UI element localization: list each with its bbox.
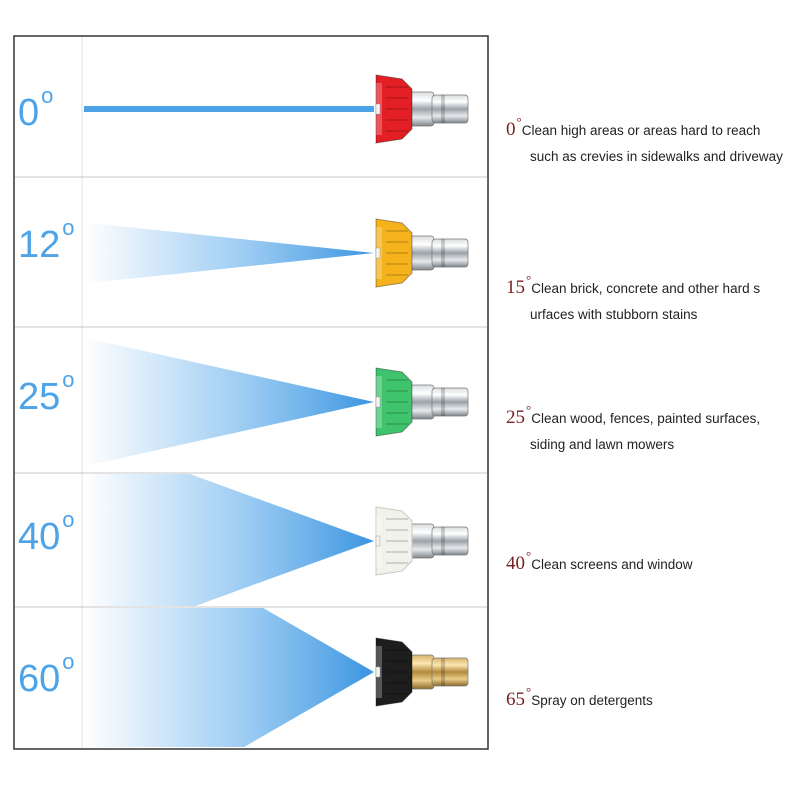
angle-label-12: 12o: [18, 215, 80, 266]
degree-mark: o: [41, 83, 54, 108]
description-angle: 40: [506, 553, 525, 574]
spray-fan: [84, 222, 374, 284]
nozzle-row-25: [15, 326, 487, 467]
description-degree-mark: °: [526, 272, 532, 287]
degree-mark: o: [62, 649, 75, 674]
angle-value: 25: [18, 376, 61, 418]
degree-mark: o: [62, 215, 75, 240]
angle-value: 0: [18, 92, 40, 134]
spray-jet: [84, 106, 374, 112]
description-text-line2: such as crevies in sidewalks and drivewa…: [530, 149, 783, 164]
nozzle-row-60: [15, 606, 487, 747]
nozzle-tip: [375, 218, 469, 288]
description-text: Clean high areas or areas hard to reach: [521, 123, 761, 138]
degree-mark: o: [62, 507, 75, 532]
nozzle-row-40: [15, 472, 487, 606]
description-65: 65°Spray on detergents: [506, 684, 798, 714]
description-text-line2: urfaces with stubborn stains: [530, 307, 698, 322]
nozzle-row-0: [84, 74, 469, 144]
spray-fan: [84, 608, 374, 747]
angle-label-25: 25o: [18, 367, 80, 418]
nozzle-tip: [375, 637, 469, 707]
description-text-line2: siding and lawn mowers: [530, 437, 675, 452]
nozzle-tip: [375, 506, 469, 576]
angle-value: 12: [18, 224, 61, 266]
angle-value: 60: [18, 658, 61, 700]
angle-label-0: 0o: [18, 83, 80, 134]
nozzle-tip: [375, 74, 469, 144]
description-angle: 25: [506, 407, 525, 428]
description-text: Clean wood, fences, painted surfaces,: [531, 411, 761, 426]
description-degree-mark: °: [526, 548, 532, 563]
nozzle-tip: [375, 367, 469, 437]
description-degree-mark: °: [516, 114, 522, 129]
spray-fan: [84, 474, 374, 606]
nozzle-row-12: [15, 176, 487, 288]
description-degree-mark: °: [526, 684, 532, 699]
description-25: 25°Clean wood, fences, painted surfaces,…: [506, 402, 798, 458]
description-15: 15°Clean brick, concrete and other hard …: [506, 272, 798, 328]
description-angle: 15: [506, 277, 525, 298]
angle-value: 40: [18, 516, 61, 558]
description-angle: 65: [506, 689, 525, 710]
description-0: 0°Clean high areas or areas hard to reac…: [506, 114, 798, 170]
description-text: Clean screens and window: [531, 557, 693, 572]
angle-label-40: 40o: [18, 507, 80, 558]
spray-fan: [84, 337, 374, 467]
degree-mark: o: [62, 367, 75, 392]
description-text: Clean brick, concrete and other hard s: [531, 281, 761, 296]
angle-label-60: 60o: [18, 649, 80, 700]
description-text: Spray on detergents: [531, 693, 653, 708]
description-angle: 0: [506, 119, 516, 140]
description-40: 40°Clean screens and window: [506, 548, 798, 578]
description-degree-mark: °: [526, 402, 532, 417]
